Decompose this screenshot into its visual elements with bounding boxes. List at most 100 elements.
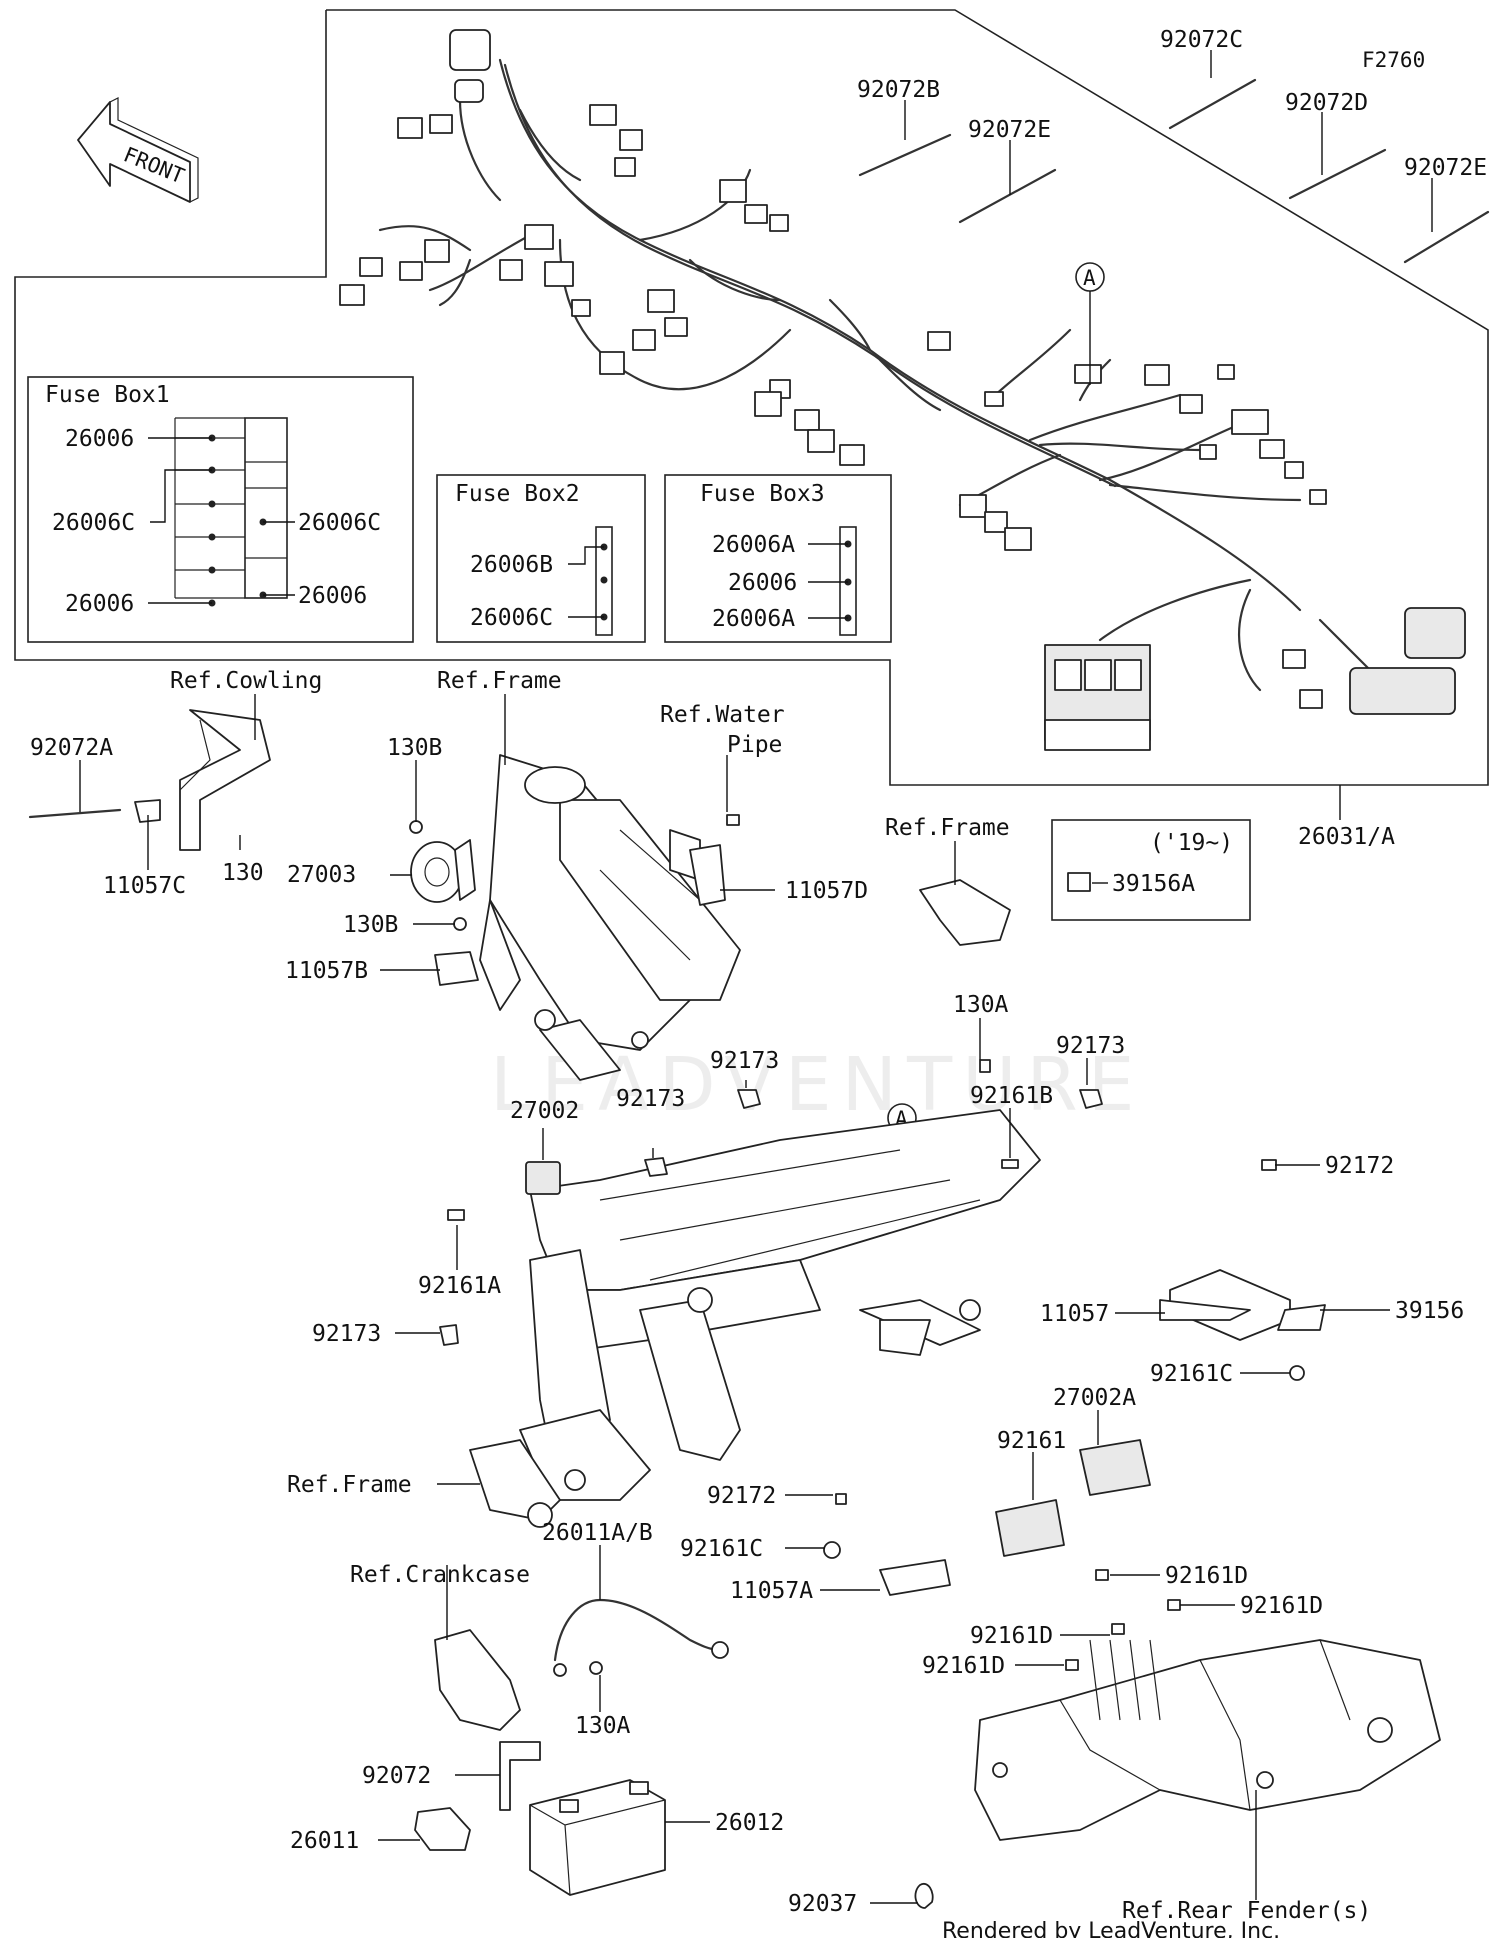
grommet-92173-2 bbox=[737, 1089, 761, 1109]
cowling-bracket bbox=[134, 709, 271, 851]
ref-water-pipe-2: Pipe bbox=[727, 732, 782, 758]
bracket-11057b bbox=[434, 951, 479, 986]
reference-labels: Ref.Cowling Ref.Frame Ref.Water Pipe Ref… bbox=[170, 668, 1371, 1924]
fuse-box-2: Fuse Box2 26006B 26006C bbox=[436, 474, 646, 643]
bracket-11057d bbox=[689, 844, 726, 906]
label-26011ab: 26011A/B bbox=[542, 1520, 653, 1546]
ref-frame-2: Ref.Frame bbox=[885, 815, 1010, 841]
fuse-box-3-label-1: 26006A bbox=[712, 532, 795, 558]
label-130a-1: 130A bbox=[953, 992, 1009, 1018]
label-130b-1: 130B bbox=[387, 735, 442, 761]
fuse-box-1-label-3: 26006C bbox=[298, 510, 381, 536]
year-note-box bbox=[1051, 819, 1251, 921]
upper-frame bbox=[479, 754, 741, 1081]
label-92161d-3: 92161D bbox=[970, 1623, 1053, 1649]
label-130a-2: 130A bbox=[575, 1713, 631, 1739]
clip-92161d-2 bbox=[1167, 1599, 1181, 1611]
harness-group-outline bbox=[14, 9, 1489, 786]
cable-ties bbox=[28, 78, 1490, 819]
label-92172-1: 92172 bbox=[1325, 1153, 1394, 1179]
fuse-box-1-label-5: 26006 bbox=[298, 583, 367, 609]
fuse-box-1-title: Fuse Box1 bbox=[45, 382, 170, 408]
fuse-box-2-title: Fuse Box2 bbox=[455, 481, 580, 507]
leader-lines bbox=[79, 50, 1433, 1904]
label-92161a: 92161A bbox=[418, 1273, 501, 1299]
part-labels: 92072C 92072B 92072E 92072D 92072E 26031… bbox=[30, 27, 1487, 1917]
fuse-box-3-label-2: 26006 bbox=[728, 570, 797, 596]
module-27002a bbox=[1079, 1439, 1151, 1496]
label-11057d: 11057D bbox=[785, 878, 868, 904]
fuse-box-3: Fuse Box3 26006A 26006 26006A bbox=[664, 474, 892, 643]
label-92161c-1: 92161C bbox=[1150, 1361, 1233, 1387]
fuse-box-1-label-4: 26006 bbox=[65, 591, 134, 617]
label-92161c-2: 92161C bbox=[680, 1536, 763, 1562]
label-92072e-1: 92072E bbox=[968, 117, 1051, 143]
label-92161: 92161 bbox=[997, 1428, 1066, 1454]
clip-92161b bbox=[1001, 1159, 1019, 1169]
label-39156a: 39156A bbox=[1112, 871, 1195, 897]
bracket-11057a bbox=[823, 1493, 951, 1596]
label-27002a: 27002A bbox=[1053, 1385, 1136, 1411]
label-92072a: 92072A bbox=[30, 735, 113, 761]
relay-27002 bbox=[525, 1161, 561, 1195]
label-92173-1: 92173 bbox=[1056, 1033, 1125, 1059]
ref-cowling: Ref.Cowling bbox=[170, 668, 322, 694]
front-arrow-icon: FRONT bbox=[77, 97, 199, 203]
year-note: ('19~) bbox=[1150, 830, 1233, 856]
label-sticker-39156a bbox=[1067, 872, 1091, 892]
ref-water-pipe-1: Ref.Water bbox=[660, 702, 785, 728]
label-92173-4: 92173 bbox=[312, 1321, 381, 1347]
label-130b-2: 130B bbox=[343, 912, 398, 938]
ref-rear-fender: Ref.Rear Fender(s) bbox=[1122, 1898, 1371, 1924]
grommet-92173-3 bbox=[644, 1157, 668, 1177]
bolt-130b-lower bbox=[453, 917, 467, 931]
fuse-box-1-label-2: 26006C bbox=[52, 510, 135, 536]
label-27003: 27003 bbox=[287, 862, 356, 888]
label-92161d-4: 92161D bbox=[922, 1653, 1005, 1679]
label-92072b: 92072B bbox=[857, 77, 940, 103]
relay-bracket-11057 bbox=[1159, 1159, 1326, 1381]
label-92172-2: 92172 bbox=[707, 1483, 776, 1509]
label-11057a: 11057A bbox=[730, 1578, 813, 1604]
label-92161d-1: 92161D bbox=[1165, 1563, 1248, 1589]
label-26011: 26011 bbox=[290, 1828, 359, 1854]
main-frame bbox=[469, 1109, 1041, 1528]
fuse-box-3-label-3: 26006A bbox=[712, 606, 795, 632]
label-92173-2: 92173 bbox=[710, 1048, 779, 1074]
harness-connectors bbox=[339, 29, 1466, 751]
label-92173-3: 92173 bbox=[616, 1086, 685, 1112]
frame-ref-bracket bbox=[919, 879, 1011, 946]
fuse-box-3-title: Fuse Box3 bbox=[700, 481, 825, 507]
label-27002: 27002 bbox=[510, 1098, 579, 1124]
bolt-130a bbox=[979, 1059, 991, 1073]
label-92072e-2: 92072E bbox=[1404, 155, 1487, 181]
clip-92161d-1 bbox=[1095, 1569, 1109, 1581]
diagram-code: F2760 bbox=[1362, 48, 1425, 72]
label-92161d-2: 92161D bbox=[1240, 1593, 1323, 1619]
horn-icon bbox=[410, 839, 476, 903]
render-credit: Rendered by LeadVenture, Inc. bbox=[942, 1919, 1280, 1938]
label-11057: 11057 bbox=[1040, 1301, 1109, 1327]
ecu-92161 bbox=[995, 1499, 1065, 1557]
clip-92161a bbox=[447, 1209, 465, 1221]
ref-crankcase: Ref.Crankcase bbox=[350, 1562, 530, 1588]
crankcase-cable-battery bbox=[414, 1598, 934, 1909]
fuse-box-2-label-2: 26006C bbox=[470, 605, 553, 631]
label-92037: 92037 bbox=[788, 1891, 857, 1917]
clip-92161d-4 bbox=[1065, 1659, 1079, 1671]
main-wiring-harness bbox=[378, 58, 1382, 692]
screw-11057d bbox=[726, 814, 740, 826]
fuse-box-1: Fuse Box1 26006 26006C 26006C 26006 2600… bbox=[27, 376, 414, 643]
label-92072: 92072 bbox=[362, 1763, 431, 1789]
label-11057b: 11057B bbox=[285, 958, 368, 984]
grommet-92173-1 bbox=[1079, 1089, 1103, 1109]
label-130: 130 bbox=[222, 860, 264, 886]
grommet-92173-4 bbox=[439, 1324, 459, 1346]
label-39156: 39156 bbox=[1395, 1298, 1464, 1324]
fuse-box-1-label-1: 26006 bbox=[65, 426, 134, 452]
ref-frame-3: Ref.Frame bbox=[287, 1472, 412, 1498]
rear-fender bbox=[974, 1639, 1441, 1841]
label-92161b: 92161B bbox=[970, 1083, 1053, 1109]
fuse-box-2-label-1: 26006B bbox=[470, 552, 553, 578]
